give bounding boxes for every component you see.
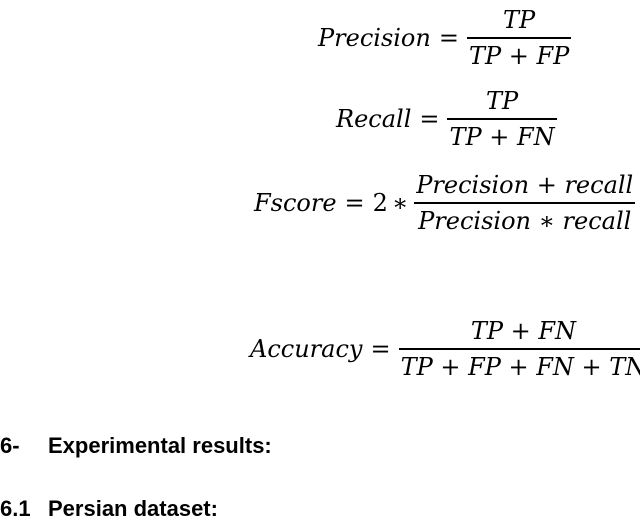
precision-numerator: TP — [503, 6, 536, 34]
precision-equals: = — [438, 23, 459, 52]
section-title: Experimental results: — [48, 433, 272, 458]
fscore-equals: = — [344, 188, 365, 217]
fscore-numerator: Precision + recall — [416, 171, 634, 199]
fscore-fraction-bar — [414, 202, 636, 204]
accuracy-numerator: TP + FN — [470, 317, 577, 345]
recall-numerator: TP — [486, 87, 519, 115]
accuracy-equals: = — [370, 334, 391, 363]
recall-equation: Recall = TP TP + FN — [336, 84, 557, 154]
fscore-multiply-operator: ∗ — [391, 188, 409, 217]
accuracy-lhs: Accuracy — [250, 334, 363, 363]
subsection-title: Persian dataset: — [48, 496, 218, 521]
accuracy-fraction: TP + FN TP + FP + FN + TN — [398, 314, 640, 384]
section-heading-experimental-results: 6- Experimental results: — [0, 433, 272, 459]
fscore-denominator: Precision ∗ recall — [418, 206, 632, 235]
subsection-heading-persian-dataset: 6.1 Persian dataset: — [0, 496, 218, 522]
section-number: 6- — [0, 433, 20, 458]
recall-equals: = — [419, 104, 440, 133]
fscore-fraction: Precision + recall Precision ∗ recall — [414, 168, 636, 238]
recall-fraction-bar — [447, 118, 557, 120]
recall-lhs: Recall — [336, 104, 412, 133]
precision-denominator: TP + FP — [468, 41, 570, 70]
fscore-lhs: Fscore — [254, 188, 337, 217]
recall-fraction: TP TP + FN — [447, 84, 557, 154]
accuracy-equation: Accuracy = TP + FN TP + FP + FN + TN — [250, 314, 640, 384]
fscore-coefficient: 2 — [372, 188, 388, 217]
fscore-equation: Fscore = 2 ∗ Precision + recall Precisio… — [254, 168, 636, 238]
precision-lhs: Precision — [318, 23, 431, 52]
precision-fraction: TP TP + FP — [466, 3, 572, 73]
recall-denominator: TP + FN — [449, 122, 555, 151]
subsection-number: 6.1 — [0, 496, 31, 521]
precision-equation: Precision = TP TP + FP — [318, 3, 572, 73]
accuracy-denominator: TP + FP + FN + TN — [400, 352, 640, 381]
precision-fraction-bar — [466, 37, 572, 39]
accuracy-fraction-bar — [398, 348, 640, 350]
